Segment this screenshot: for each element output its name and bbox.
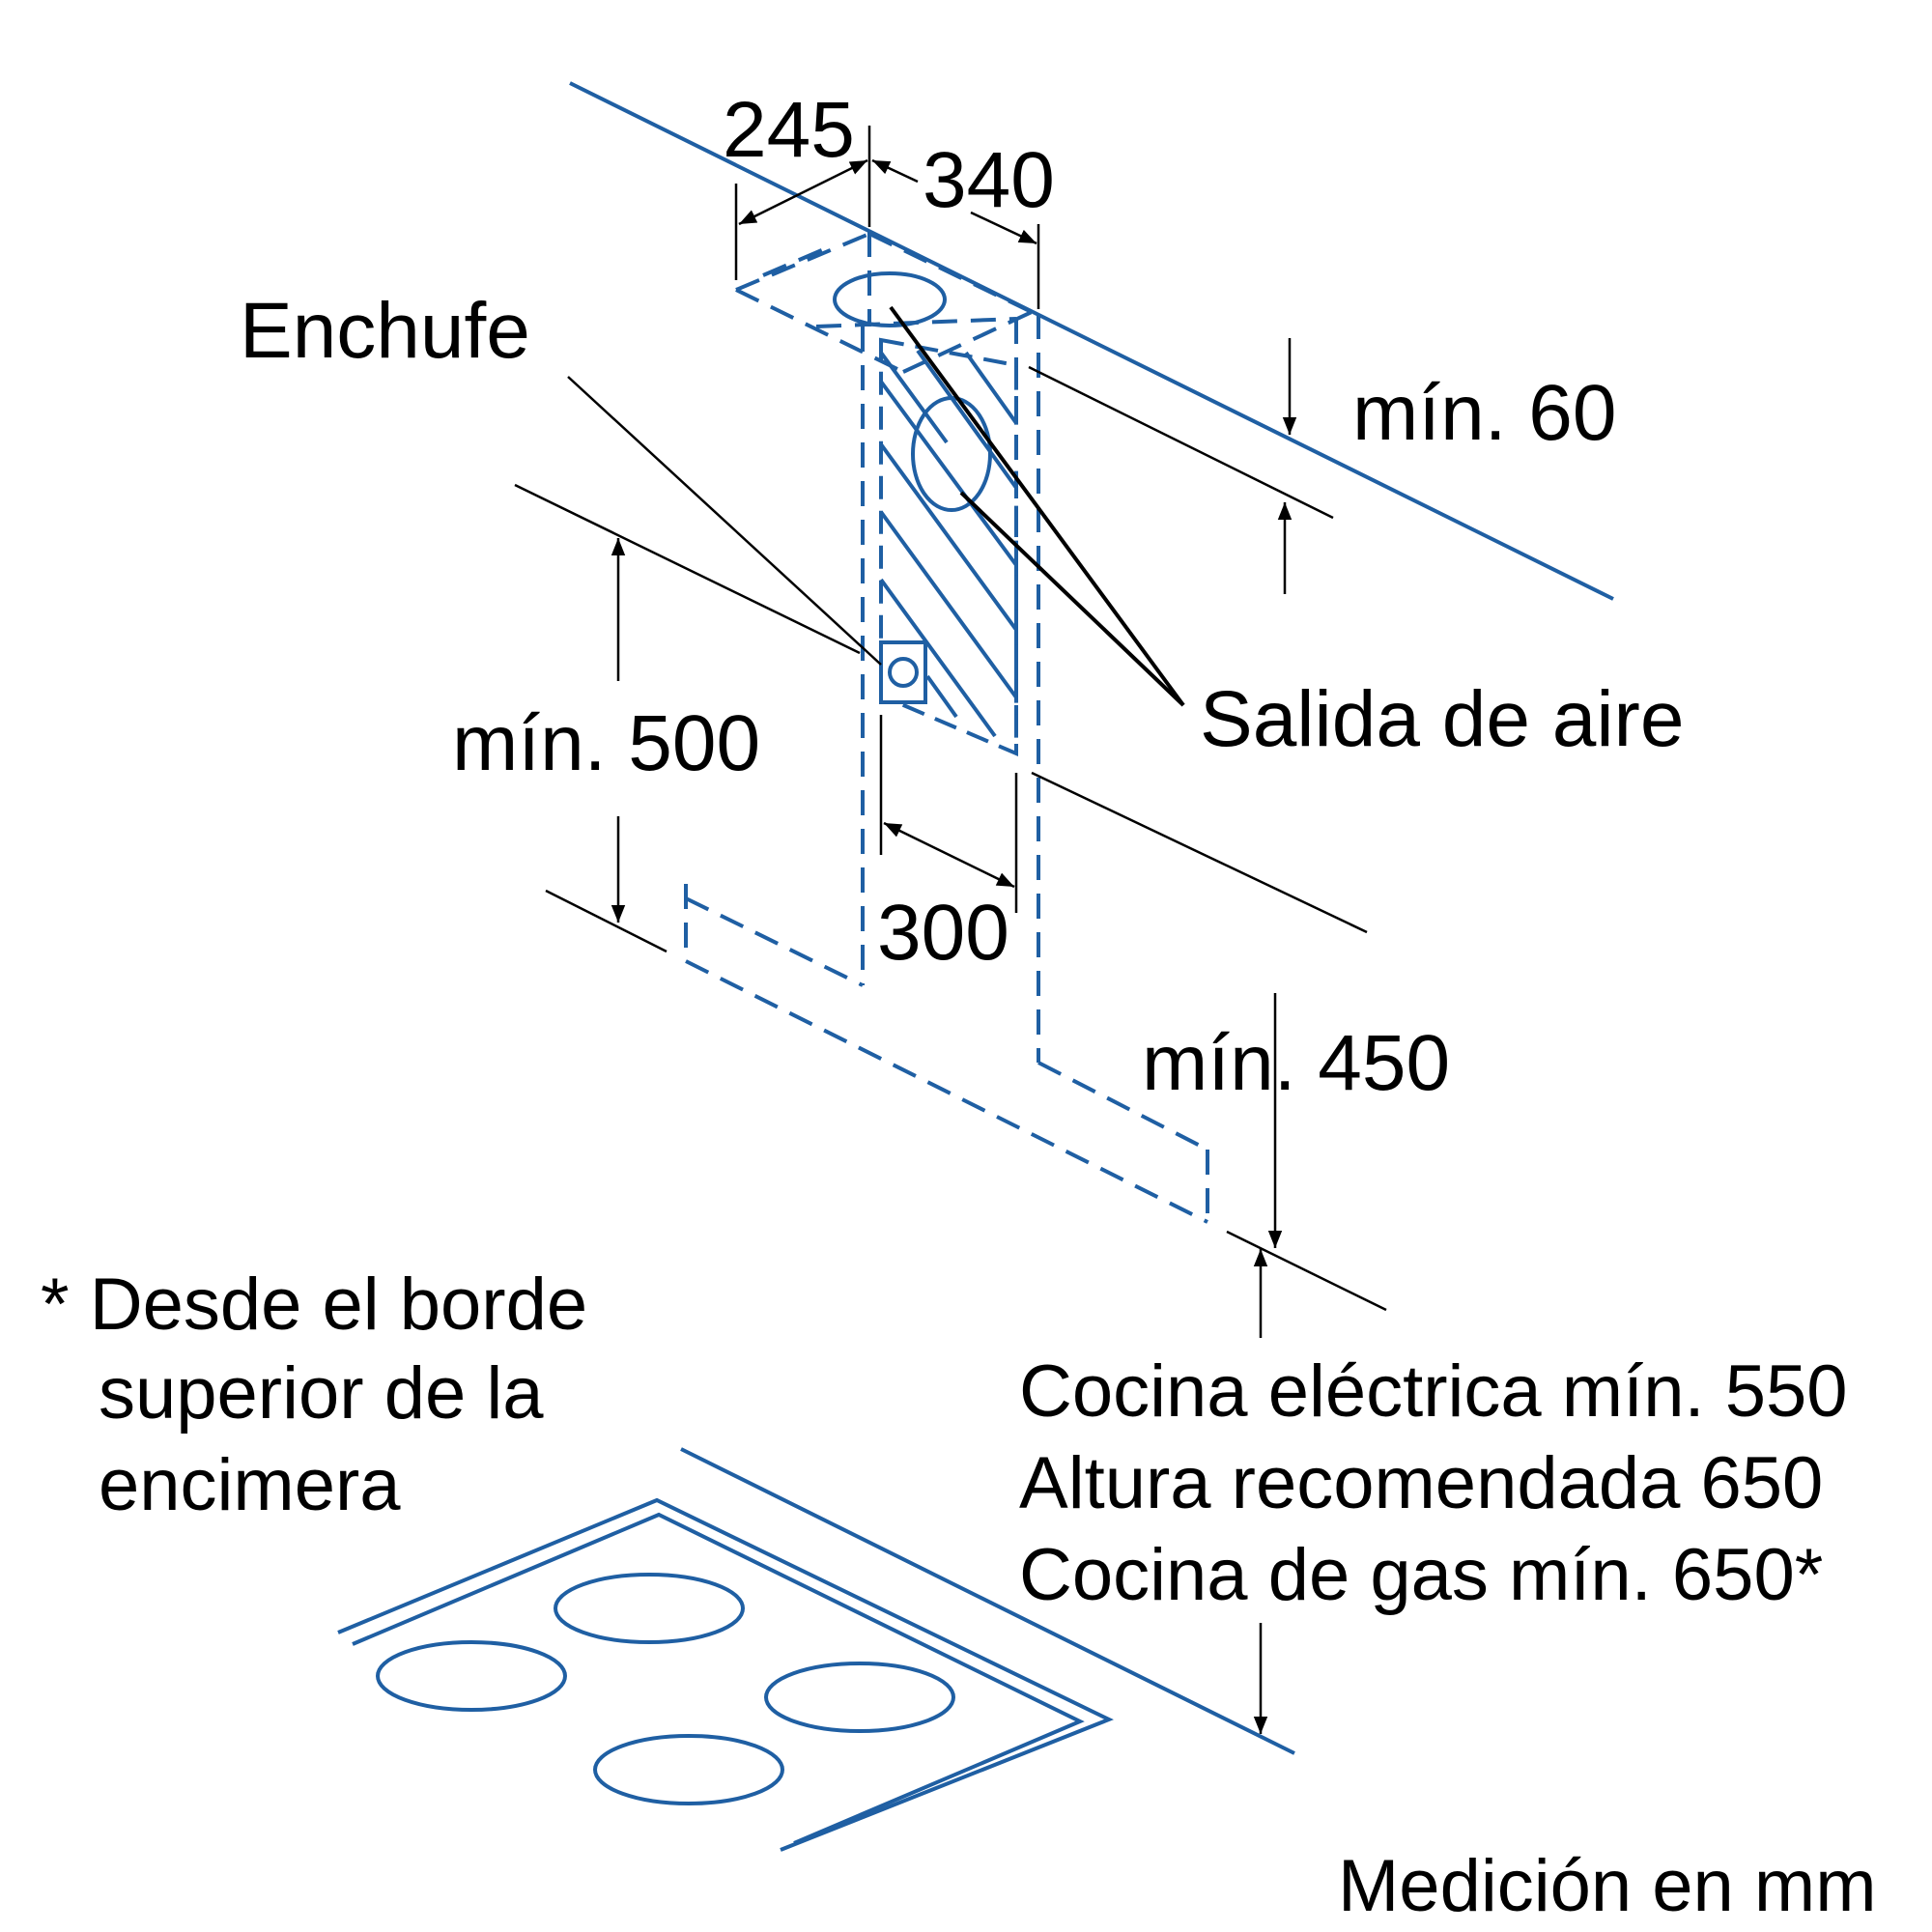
ceiling-duct-opening bbox=[833, 271, 947, 327]
air-outlet-zone bbox=[879, 337, 1018, 757]
label-min-60: mín. 60 bbox=[1352, 369, 1616, 457]
label-min-450: mín. 450 bbox=[1142, 1019, 1450, 1107]
burner-back-right bbox=[764, 1662, 955, 1733]
burner-back-left bbox=[554, 1573, 745, 1644]
burner-front-left bbox=[376, 1640, 567, 1712]
footnote-line-1: * Desde el borde bbox=[41, 1264, 587, 1346]
height-note-recommended: Altura recomendada 650 bbox=[1019, 1442, 1823, 1524]
hood-outline bbox=[684, 884, 1209, 1224]
footnote-line-3: encimera bbox=[99, 1444, 401, 1526]
leader-lines bbox=[567, 305, 1185, 707]
units-note: Medición en mm bbox=[1338, 1845, 1877, 1927]
label-salida-de-aire: Salida de aire bbox=[1200, 675, 1684, 763]
label-300: 300 bbox=[877, 889, 1009, 977]
footnote: * Desde el borde superior de la encimera bbox=[41, 1264, 587, 1526]
label-enchufe: Enchufe bbox=[240, 287, 530, 375]
burner-front-right bbox=[593, 1734, 784, 1805]
height-notes: Cocina eléctrica mín. 550 Altura recomen… bbox=[1019, 1350, 1848, 1616]
label-min-500: mín. 500 bbox=[452, 699, 760, 787]
ceiling-footprint bbox=[735, 232, 1033, 374]
footnote-line-2: superior de la bbox=[99, 1352, 544, 1435]
label-340: 340 bbox=[923, 136, 1055, 224]
cooktop bbox=[337, 1447, 1295, 1852]
socket-icon bbox=[879, 640, 927, 704]
height-note-gas: Cocina de gas mín. 650* bbox=[1019, 1534, 1823, 1616]
label-245: 245 bbox=[723, 86, 855, 174]
height-note-electric: Cocina eléctrica mín. 550 bbox=[1019, 1350, 1848, 1433]
dimension-lines bbox=[514, 126, 1387, 1734]
wall-duct-opening bbox=[911, 396, 992, 512]
